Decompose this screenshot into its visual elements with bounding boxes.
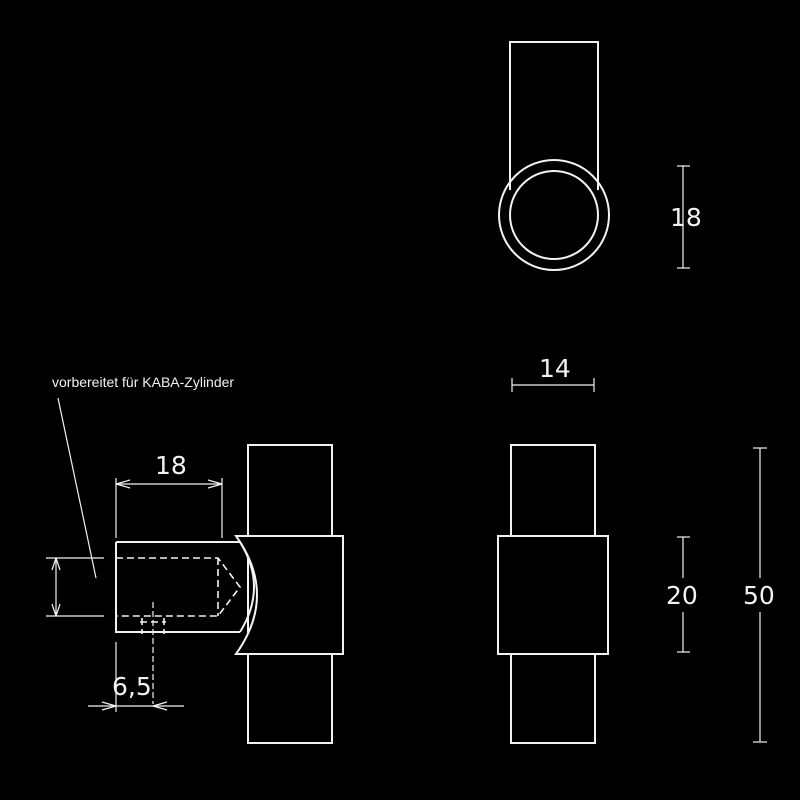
dimension-total-height: 50 [743,447,779,743]
side-view [115,444,344,744]
side-view-cylinder-bore [116,557,242,617]
top-view-body [509,41,599,190]
dimension-label-total-height: 50 [743,581,775,610]
dimension-label-offset: 6,5 [112,672,152,701]
dimension-side-cylinder-length: 18 [115,451,223,538]
dimension-label-front-width: 14 [539,354,571,383]
top-view-outer-ring [498,159,610,271]
front-view [497,444,609,744]
dimension-top-diameter: 18 [670,165,702,269]
side-view-cylinder-end [239,541,255,633]
top-view-inner-ring [509,170,599,260]
annotation: vorbereitet für KABA-Zylinder [52,374,234,579]
top-view [498,41,610,271]
dimension-middle-height: 20 [666,536,702,653]
annotation-leader-line [57,397,97,579]
dimension-front-width: 14 [511,354,595,392]
side-view-cylinder-body [115,542,240,633]
dimension-cylinder-height [46,557,104,617]
annotation-text: vorbereitet für KABA-Zylinder [52,374,234,390]
set-screw [140,602,166,704]
side-view-middle-block [234,535,344,655]
dimension-offset: 6,5 [88,642,184,712]
dimension-label-side-cylinder-length: 18 [155,451,187,480]
front-view-middle-block [497,535,609,655]
dimension-label-top-diameter: 18 [670,203,702,232]
dimension-label-middle-height: 20 [666,581,698,610]
